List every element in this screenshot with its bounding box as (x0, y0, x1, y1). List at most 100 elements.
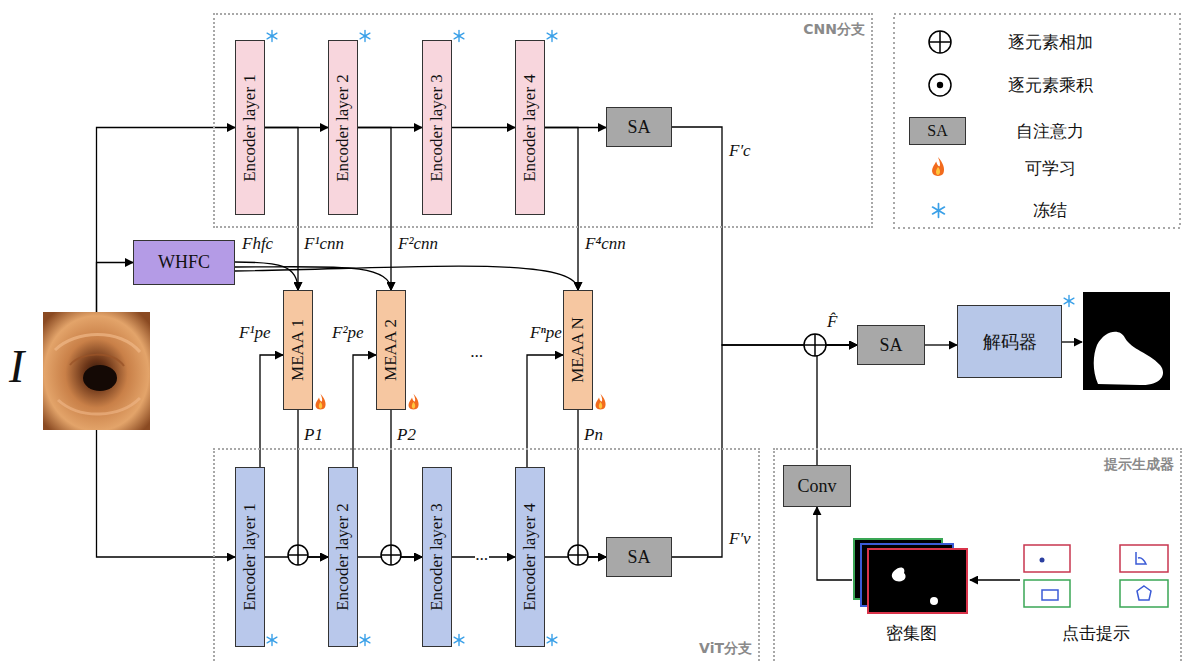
region-title: CNN分支 (803, 21, 865, 39)
edge-label: ... (475, 544, 490, 565)
edge-label: F′v (728, 528, 752, 549)
frozen-icon (547, 634, 557, 645)
legend-snow-icon (933, 204, 945, 218)
add-symbol (381, 545, 401, 565)
encoder-block: Encoder layer 3 (422, 467, 452, 647)
legend-text: 逐元素相加 (985, 30, 1115, 54)
edge-label: F¹pe (238, 322, 272, 343)
encoder-block: Encoder layer 2 (328, 467, 358, 647)
block-label: Encoder layer 3 (427, 74, 447, 182)
block-label: Encoder layer 2 (333, 503, 353, 611)
box-label: SA (627, 547, 650, 568)
block-label: Encoder layer 1 (240, 503, 260, 611)
encoder-block: Encoder layer 4 (515, 467, 545, 647)
add-symbol (288, 545, 308, 565)
connector (578, 410, 606, 557)
figure-caption: 点击提示 (1020, 622, 1172, 645)
connector (672, 345, 857, 557)
process-box: 解码器 (957, 305, 1062, 378)
block-label: MEAA 2 (381, 319, 401, 381)
box-label: WHFC (158, 252, 210, 273)
process-box: SA (606, 107, 672, 147)
block-label: Encoder layer 1 (240, 74, 260, 182)
block-label: Encoder layer 4 (520, 503, 540, 611)
connector (452, 127, 515, 128)
frozen-icon (267, 30, 277, 41)
prompt-figure: 点击提示 (1020, 542, 1172, 647)
legend-swatch-text: SA (927, 122, 947, 140)
edge-label: F²pe (331, 322, 365, 343)
edge-label: F¹cnn (303, 233, 345, 254)
encoder-block: Encoder layer 3 (422, 40, 452, 215)
connector (353, 355, 376, 467)
connector (817, 507, 852, 580)
block-label: MEAA N (568, 317, 588, 383)
process-box: SA (857, 325, 925, 365)
connector (235, 266, 578, 290)
edge-label: Fⁿpe (529, 322, 563, 343)
image-symbol: I (9, 340, 24, 393)
box-label: Conv (797, 476, 836, 497)
legend-fire-icon (932, 157, 944, 176)
legend-text: 自注意力 (985, 119, 1115, 143)
prompt-figure: 密集图 (852, 537, 970, 647)
frozen-icon (1064, 295, 1074, 306)
branch-region: 提示生成器 Conv 密集图点击提示 (773, 448, 1182, 662)
encoder-block: MEAA 2 (376, 290, 406, 410)
box-label: 解码器 (983, 330, 1037, 354)
edge-label: Pn (583, 424, 604, 445)
connector (970, 579, 1020, 580)
add-symbol (568, 545, 588, 565)
connector (298, 410, 328, 557)
region-title: 提示生成器 (1104, 456, 1174, 474)
output-mask (1083, 292, 1170, 390)
block-label: Encoder layer 2 (333, 74, 353, 182)
edge-label: F⁴cnn (584, 233, 627, 254)
text-label: F̂ (826, 311, 838, 332)
edge-label: Fhfc (241, 233, 274, 254)
frozen-icon (360, 30, 370, 41)
connector (925, 344, 957, 345)
block-label: MEAA 1 (288, 319, 308, 381)
edge-label: P2 (396, 424, 417, 445)
learnable-icon (596, 394, 606, 410)
encoder-block: MEAA N (563, 290, 593, 410)
endoscopy-image (43, 312, 150, 430)
block-label: Encoder layer 4 (520, 74, 540, 182)
connector (358, 128, 391, 291)
frozen-icon (454, 30, 464, 41)
legend-frame (894, 14, 1180, 228)
region-title: ViT分支 (699, 640, 752, 658)
legend-swatch: SA (909, 117, 966, 145)
encoder-block: MEAA 1 (283, 290, 313, 410)
edge-label: F²cnn (397, 233, 439, 254)
connector (817, 345, 857, 465)
process-box: SA (606, 537, 672, 577)
process-box: WHFC (133, 240, 235, 285)
frozen-icon (547, 30, 557, 41)
frozen-icon (454, 634, 464, 645)
legend-text: 逐元素乘积 (985, 73, 1115, 97)
box-label: SA (879, 335, 902, 356)
box-label: SA (627, 117, 650, 138)
mask-region (1094, 332, 1163, 385)
branch-region: CNN分支 Encoder layer 1 Encoder layer 2 Encod… (213, 13, 873, 228)
encoder-block: Encoder layer 2 (328, 40, 358, 215)
block-label: Encoder layer 3 (427, 503, 447, 611)
edge-label: P1 (303, 424, 324, 445)
input-image: I (43, 312, 150, 430)
legend-add-symbol (929, 31, 951, 53)
connector (672, 127, 857, 345)
encoder-block: Encoder layer 4 (515, 40, 545, 215)
connector (527, 355, 563, 467)
legend-mul-symbol (929, 74, 951, 96)
output-arrow (1062, 341, 1082, 342)
edge-label: F′c (728, 140, 752, 161)
connector (545, 128, 578, 291)
legend-text: 冻结 (985, 198, 1115, 222)
connector (391, 410, 422, 557)
encoder-block: Encoder layer 1 (235, 40, 265, 215)
add-symbol (804, 334, 826, 356)
